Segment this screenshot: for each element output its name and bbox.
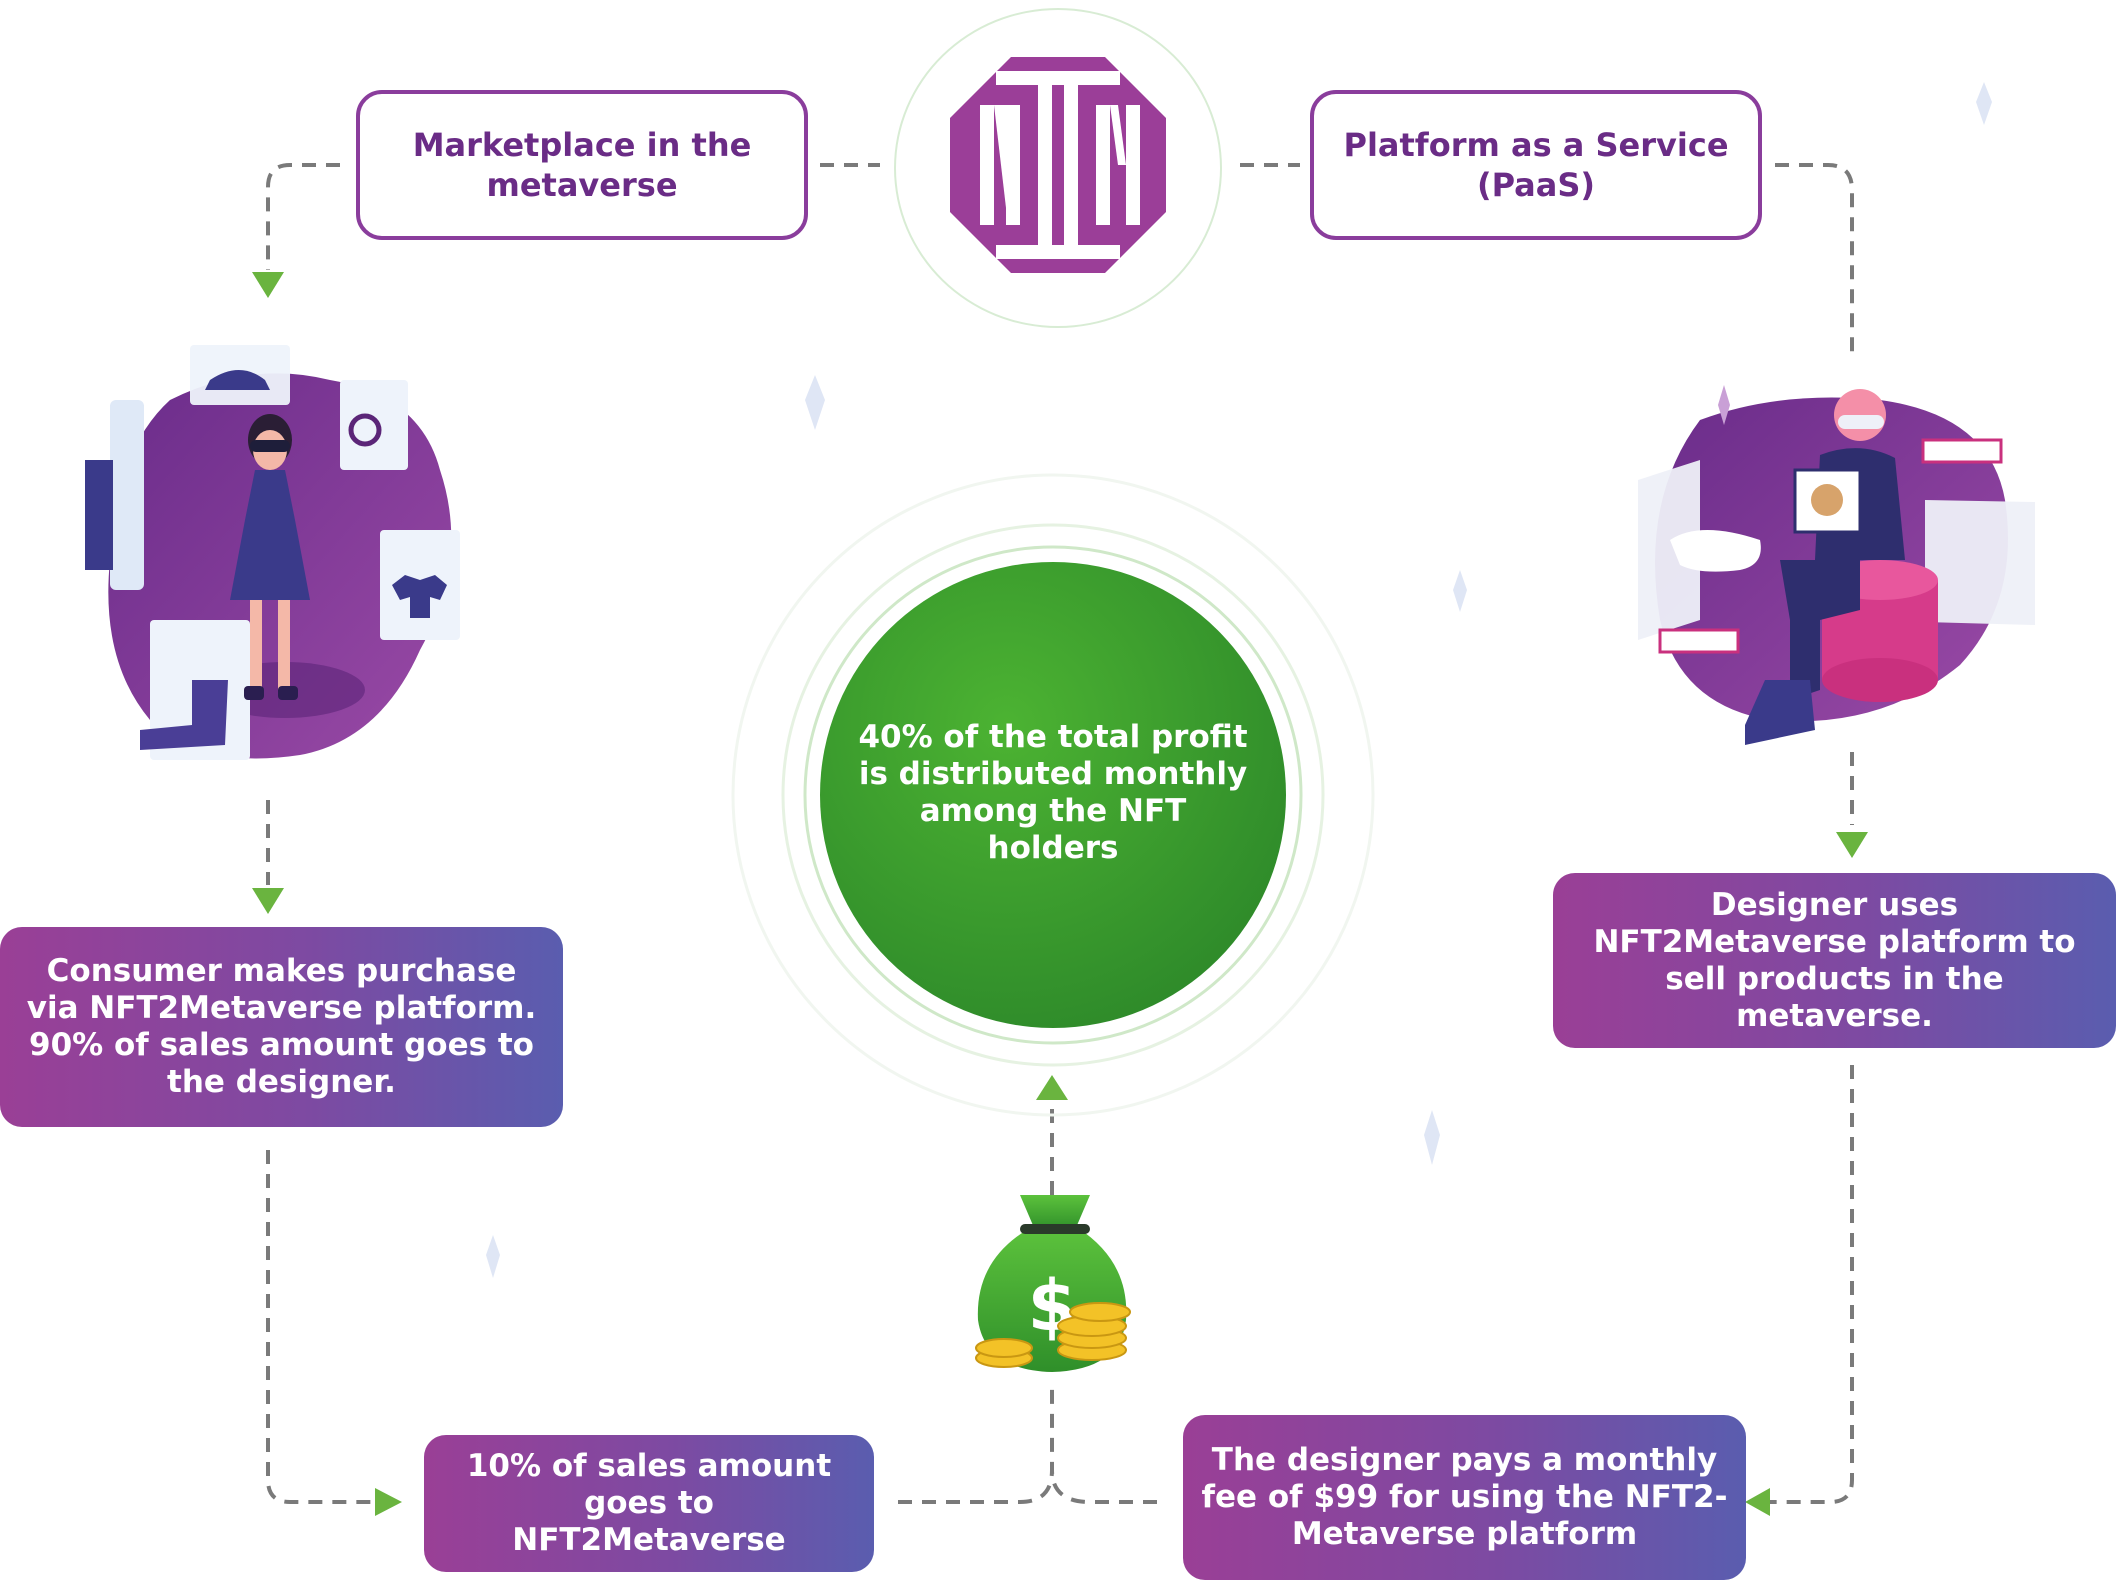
consumer-illustration [85, 345, 460, 760]
marketplace-box: Marketplace in the metaverse [356, 90, 808, 240]
arrow-left-icon [1745, 1488, 1770, 1516]
center-profit-bold: 40% [858, 719, 932, 755]
consumer-purchase-box: Consumer makes purchase via NFT2Metavers… [0, 927, 563, 1127]
connector-paas-to-designer [1775, 165, 1852, 360]
paas-box: Platform as a Service (PaaS) [1310, 90, 1762, 240]
connector-consumer-to-ten-percent [268, 1150, 375, 1502]
connector-marketplace-to-consumer [268, 165, 340, 270]
designer-uses-box: Designer uses NFT2Metaverse platform to … [1553, 873, 2116, 1048]
consumer-box-text-1: Consumer makes purchase via NFT2Metavers… [27, 953, 537, 1026]
arrow-up-icon [1036, 1075, 1068, 1100]
arrow-down-icon [1836, 832, 1868, 858]
crystal-icon [1976, 82, 1992, 125]
consumer-box-bold: 90% [29, 1027, 103, 1063]
marketplace-box-label: Marketplace in the metaverse [413, 125, 752, 205]
ten-percent-label: of sales amount goes to NFT2Metaverse [512, 1448, 831, 1558]
center-profit-text: 40% of the total profit is distributed m… [820, 560, 1286, 1026]
fee-bold: $99 [1313, 1479, 1378, 1515]
crystal-icon [1424, 1110, 1440, 1165]
ten-percent-box: 10% of sales amount goes to NFT2Metavers… [424, 1435, 874, 1572]
crystal-icon [486, 1235, 500, 1278]
connector-fee-to-bag [1052, 1470, 1157, 1502]
monthly-fee-box: The designer pays a monthly fee of $99 f… [1183, 1415, 1746, 1580]
crystal-icon [1453, 570, 1467, 612]
arrow-down-icon [252, 272, 284, 298]
paas-box-label: Platform as a Service (PaaS) [1343, 125, 1728, 205]
crystal-icon [805, 375, 825, 430]
logo-ring [894, 8, 1222, 328]
designer-illustration [1638, 385, 2035, 745]
connector-designer-to-fee [1770, 1065, 1852, 1502]
connector-ten-percent-to-bag [898, 1385, 1052, 1502]
ten-percent-bold: 10% [467, 1448, 541, 1484]
consumer-box-text-2: of sales amount goes to the designer. [103, 1027, 534, 1100]
money-bag-icon: $ [976, 1195, 1130, 1372]
arrow-right-icon [375, 1488, 402, 1516]
arrow-down-icon [252, 888, 284, 914]
designer-box-label: Designer uses NFT2Metaverse platform to … [1571, 887, 2098, 1035]
